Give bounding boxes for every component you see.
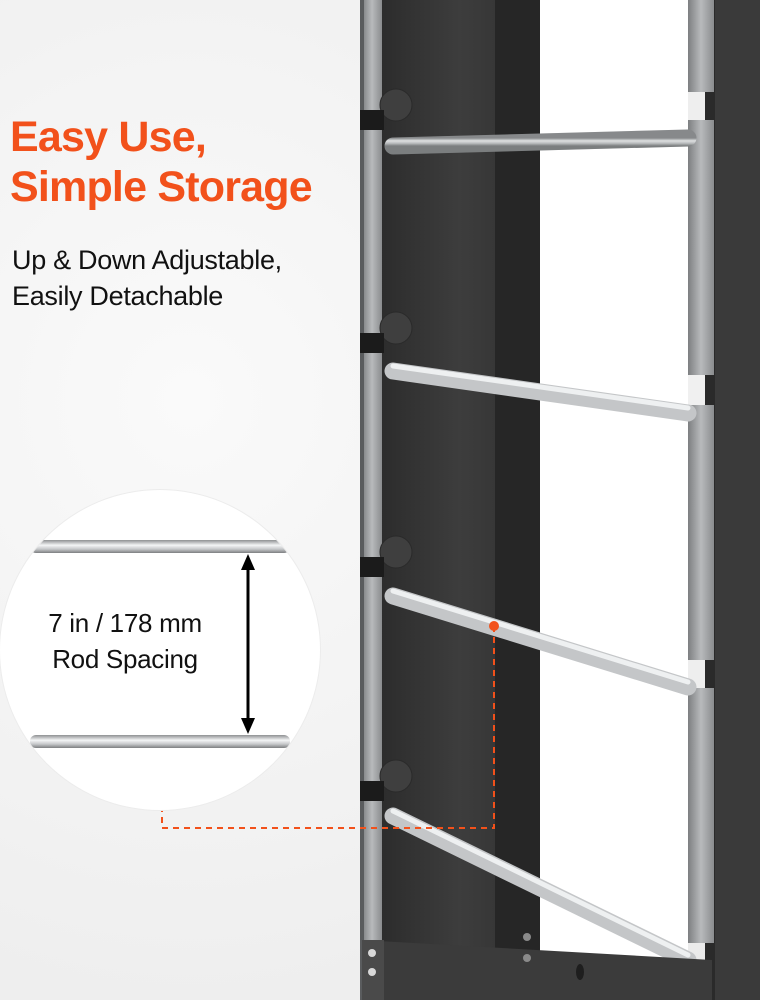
callout-top-rod <box>30 540 290 553</box>
callout-rods-illustration <box>30 540 290 748</box>
headline-line-2: Simple Storage <box>10 163 313 211</box>
rack-left-rail <box>362 0 382 1000</box>
rack-rods <box>384 129 697 969</box>
callout-bottom-rod <box>30 735 290 748</box>
callout-pointer-dot <box>489 621 499 631</box>
headline-line-1: Easy Use, <box>10 113 207 161</box>
headline: Easy Use, Simple Storage <box>10 112 313 212</box>
rod-spacing-callout: 7 in / 178 mm Rod Spacing <box>0 490 320 810</box>
rack-right-rail <box>688 0 714 943</box>
rack-back-channel <box>495 0 540 1000</box>
subheadline-line-2: Easily Detachable <box>12 281 224 311</box>
callout-measurement: 7 in / 178 mm <box>48 608 202 638</box>
rack-right-frame <box>712 0 760 1000</box>
subheadline: Up & Down Adjustable, Easily Detachable <box>12 242 282 314</box>
double-arrow-icon <box>241 554 255 734</box>
callout-caption: Rod Spacing <box>52 644 198 674</box>
callout-label: 7 in / 178 mm Rod Spacing <box>40 605 210 677</box>
subheadline-line-1: Up & Down Adjustable, <box>12 245 282 275</box>
rack-base <box>362 933 712 1000</box>
callout-leader-line <box>161 626 495 829</box>
